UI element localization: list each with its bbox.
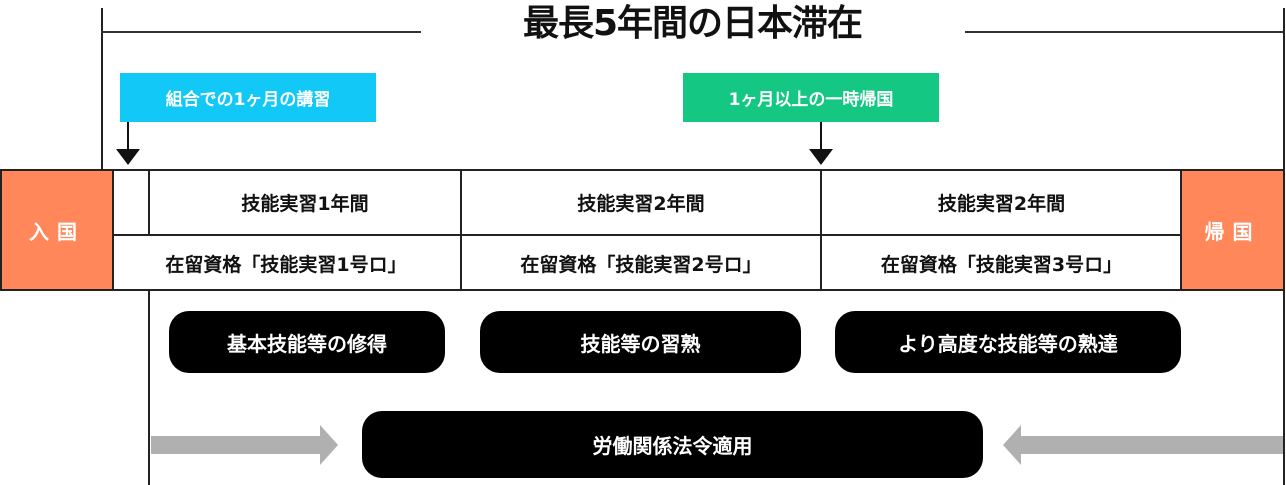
col-divider-1	[460, 171, 462, 291]
stage-3-period: 技能実習2年間	[937, 193, 1066, 215]
left-pointing-arrow-icon	[1003, 425, 1021, 465]
col-divider-pre	[148, 171, 150, 234]
entry-box: 入国	[0, 169, 114, 291]
bracket-top-line-right	[965, 31, 1285, 33]
goal-basic-skills: 基本技能等の修得	[169, 311, 445, 373]
right-pointing-arrow-icon	[320, 425, 338, 465]
return-arrow-icon	[809, 149, 833, 165]
return-arrow-stem	[820, 122, 822, 150]
return-home-callout: 1ヶ月以上の一時帰国	[683, 73, 939, 122]
stage-1-period: 技能実習1年間	[241, 193, 369, 215]
page-title: 最長5年間の日本滞在	[522, 3, 863, 44]
stage-1-status: 在留資格「技能実習1号ロ」	[165, 254, 407, 276]
left-gray-arrow-shaft	[151, 436, 321, 454]
bracket-top-line-left	[101, 31, 421, 33]
right-gray-arrow-shaft	[1020, 436, 1283, 454]
stage-table: 技能実習1年間 技能実習2年間 技能実習2年間 在留資格「技能実習1号ロ」 在留…	[112, 169, 1183, 291]
bracket-left-line	[101, 8, 103, 169]
row-divider	[112, 234, 1181, 236]
training-arrow-icon	[116, 149, 140, 165]
col-divider-2	[820, 171, 822, 291]
stage-3-status: 在留資格「技能実習3号ロ」	[880, 254, 1123, 276]
training-arrow-stem	[127, 122, 129, 150]
exit-box: 帰国	[1180, 169, 1285, 291]
labor-law-bar: 労働関係法令適用	[362, 411, 983, 478]
training-callout: 組合での1ヶ月の講習	[120, 73, 376, 122]
goal-skill-proficiency: 技能等の習熟	[480, 311, 801, 373]
lower-left-line	[148, 291, 150, 485]
goal-advanced-skills: より高度な技能等の熟達	[835, 311, 1181, 373]
stage-2-period: 技能実習2年間	[577, 193, 705, 215]
stage-2-status: 在留資格「技能実習2号ロ」	[520, 254, 762, 276]
